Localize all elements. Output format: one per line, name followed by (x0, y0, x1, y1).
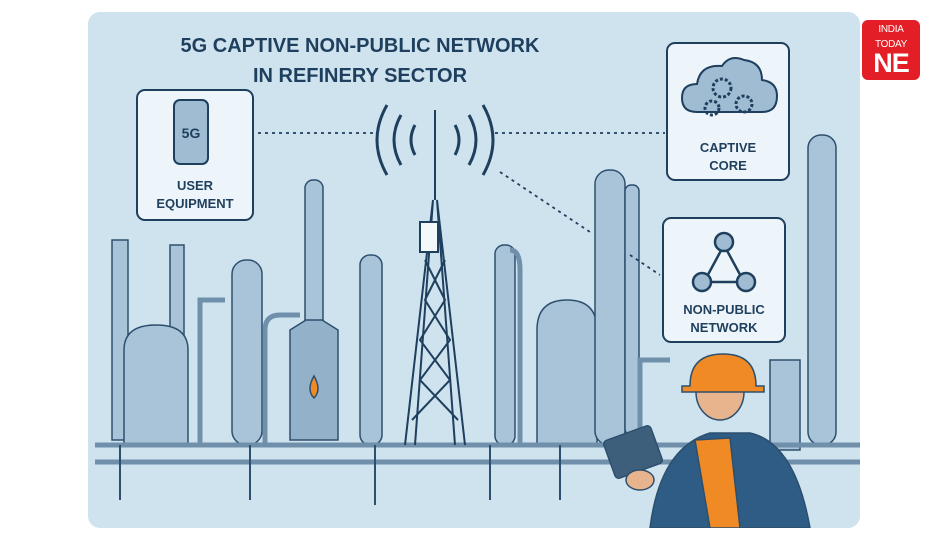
title-line-1: 5G CAPTIVE NON-PUBLIC NETWORK (181, 35, 540, 57)
cell-tower (404, 110, 466, 446)
user-equipment-label-1: USER (177, 178, 214, 193)
flame-icon (309, 374, 319, 400)
refinery-structures (111, 134, 837, 451)
india-today-ne-logo: INDIA TODAY NE (862, 20, 920, 80)
network-nodes-icon (691, 231, 757, 293)
logo-line-2: TODAY (874, 39, 908, 50)
non-public-network-card: NON-PUBLIC NETWORK (662, 217, 786, 343)
worker-with-tablet (603, 353, 811, 528)
title-line-2: IN REFINERY SECTOR (253, 65, 468, 87)
captive-core-label-1: CAPTIVE (700, 140, 757, 155)
logo-line-1: INDIA (878, 24, 904, 35)
user-equipment-card: 5G USER EQUIPMENT (136, 89, 254, 221)
network-label-2: NETWORK (690, 320, 758, 335)
connection-lines (258, 132, 665, 276)
signal-waves-icon (375, 104, 495, 176)
phone-5g-label: 5G (182, 125, 201, 141)
phone-icon (173, 99, 209, 165)
logo-line-3: NE (873, 48, 910, 78)
network-label-1: NON-PUBLIC (683, 302, 765, 317)
captive-core-label-2: CORE (709, 158, 747, 173)
user-equipment-label-2: EQUIPMENT (156, 196, 233, 211)
captive-core-card: CAPTIVE CORE (666, 42, 790, 181)
